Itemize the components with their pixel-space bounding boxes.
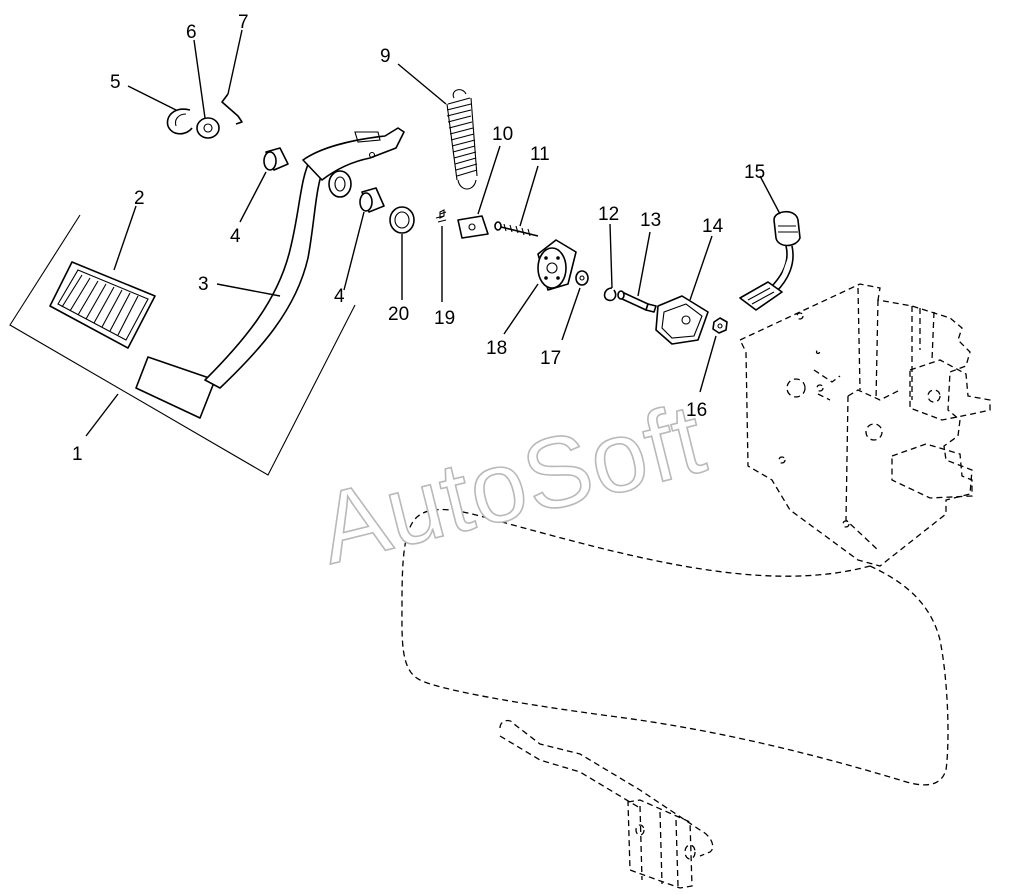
callout-17: 17 [540,348,561,369]
callout-6: 6 [186,22,197,43]
callout-1: 1 [72,444,83,465]
brake-switch-body [655,295,709,345]
retaining-clip [166,108,193,135]
callout-10: 10 [492,124,513,145]
callout-4-lower: 4 [334,286,345,307]
e-clip [603,287,617,302]
washer-6 [196,117,220,139]
callout-11: 11 [530,144,550,165]
callout-18: 18 [486,338,507,359]
callout-19: 19 [434,308,455,329]
callout-15: 15 [744,162,765,183]
callout-4-upper: 4 [230,226,241,247]
callout-5: 5 [110,72,121,93]
pedal-arm [135,127,405,419]
watermark-text: AutoSoft [308,382,715,585]
wire-connector [739,210,801,311]
callout-12: 12 [598,204,619,225]
spring-clip [221,93,243,125]
leader-lines [85,29,781,437]
callout-3: 3 [198,274,209,295]
dashed-cable-loop [401,508,949,786]
callout-7: 7 [238,12,249,33]
pedal-pad-detail-outline [9,214,356,476]
callout-20: 20 [388,304,409,325]
bushing-upper [263,147,289,171]
callout-13: 13 [640,210,661,231]
bushing-lower [359,187,385,213]
mounting-bracket-ghost [739,283,991,567]
spring-pin-19 [435,209,447,223]
pedal-shaft-ghost [499,719,714,889]
switch-actuator [537,239,577,291]
callout-9: 9 [380,46,391,67]
callout-labels: 1 2 3 4 4 5 6 7 9 10 11 12 13 14 15 16 1… [72,12,765,465]
return-spring [446,89,478,190]
screw [494,221,539,237]
plunger-pin [617,290,657,313]
switch-bracket [457,215,489,239]
callout-16: 16 [686,400,707,421]
callout-14: 14 [702,216,724,237]
washer-17 [575,270,589,286]
callout-2: 2 [134,188,145,209]
pedal-rubber-pad [49,261,156,349]
nut [712,317,728,334]
washer-20 [389,206,415,234]
